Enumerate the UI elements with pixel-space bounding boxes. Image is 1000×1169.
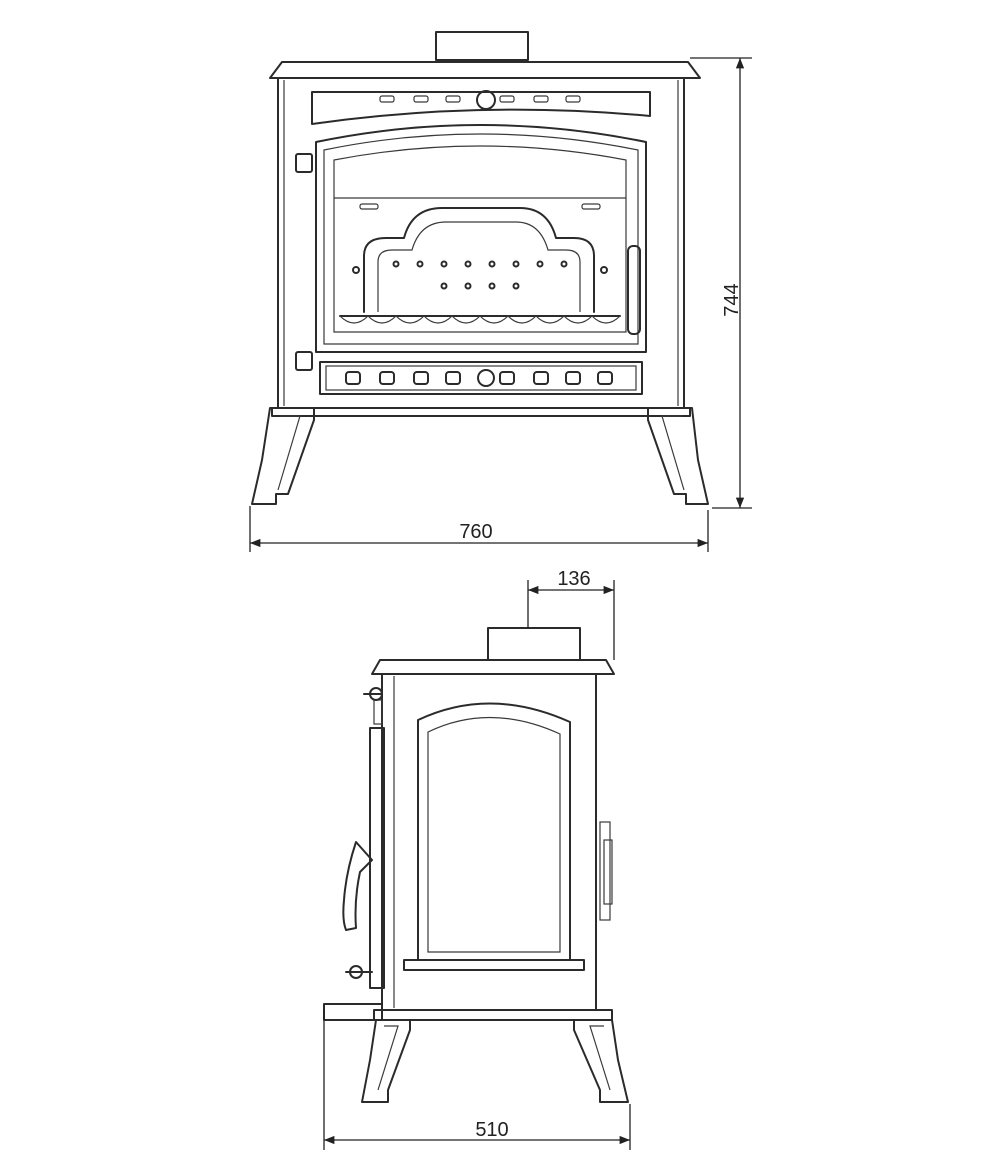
front-upper-vent-slots	[379, 90, 581, 110]
front-height-label: 744	[721, 283, 743, 316]
front-view	[251, 31, 709, 505]
front-ash-panel	[319, 361, 643, 395]
side-plinth	[373, 1009, 613, 1021]
front-width-dimension: 760	[249, 506, 709, 552]
side-leg-rear	[573, 1019, 629, 1103]
side-door-handle	[342, 841, 373, 931]
front-hinge-top	[295, 153, 313, 173]
side-rear-detail	[599, 821, 611, 921]
front-plinth	[271, 407, 691, 417]
front-upper-vent-panel	[311, 91, 651, 125]
flue-offset-label: 136	[557, 568, 590, 590]
front-bottom-air-knob	[477, 369, 495, 387]
side-flue-collar	[487, 627, 581, 661]
front-grate-holes	[352, 260, 608, 290]
side-view	[323, 627, 629, 1103]
side-panel-ledge	[403, 959, 585, 971]
front-body	[277, 77, 685, 409]
front-top-plate	[269, 61, 701, 79]
front-door-handle	[627, 245, 641, 335]
front-grate-bars	[339, 315, 621, 324]
front-flue-collar	[435, 31, 529, 61]
front-door-glass	[333, 145, 627, 333]
side-arched-panel	[417, 702, 571, 961]
side-leg-front	[361, 1019, 411, 1103]
side-depth-dimension: 510	[323, 1010, 631, 1150]
front-top-air-knob	[476, 90, 496, 110]
front-width-label: 760	[459, 521, 492, 543]
front-hinge-bottom	[295, 351, 313, 371]
front-height-dimension: 744	[690, 57, 752, 509]
front-leg-right	[647, 407, 709, 505]
front-lower-vent-slots	[345, 369, 613, 387]
front-door	[315, 124, 647, 353]
front-fire-grate	[363, 207, 595, 313]
front-leg-left	[251, 407, 315, 505]
side-depth-label: 510	[475, 1119, 508, 1141]
side-top-plate	[371, 659, 615, 675]
flue-offset-dimension: 136	[527, 568, 615, 660]
